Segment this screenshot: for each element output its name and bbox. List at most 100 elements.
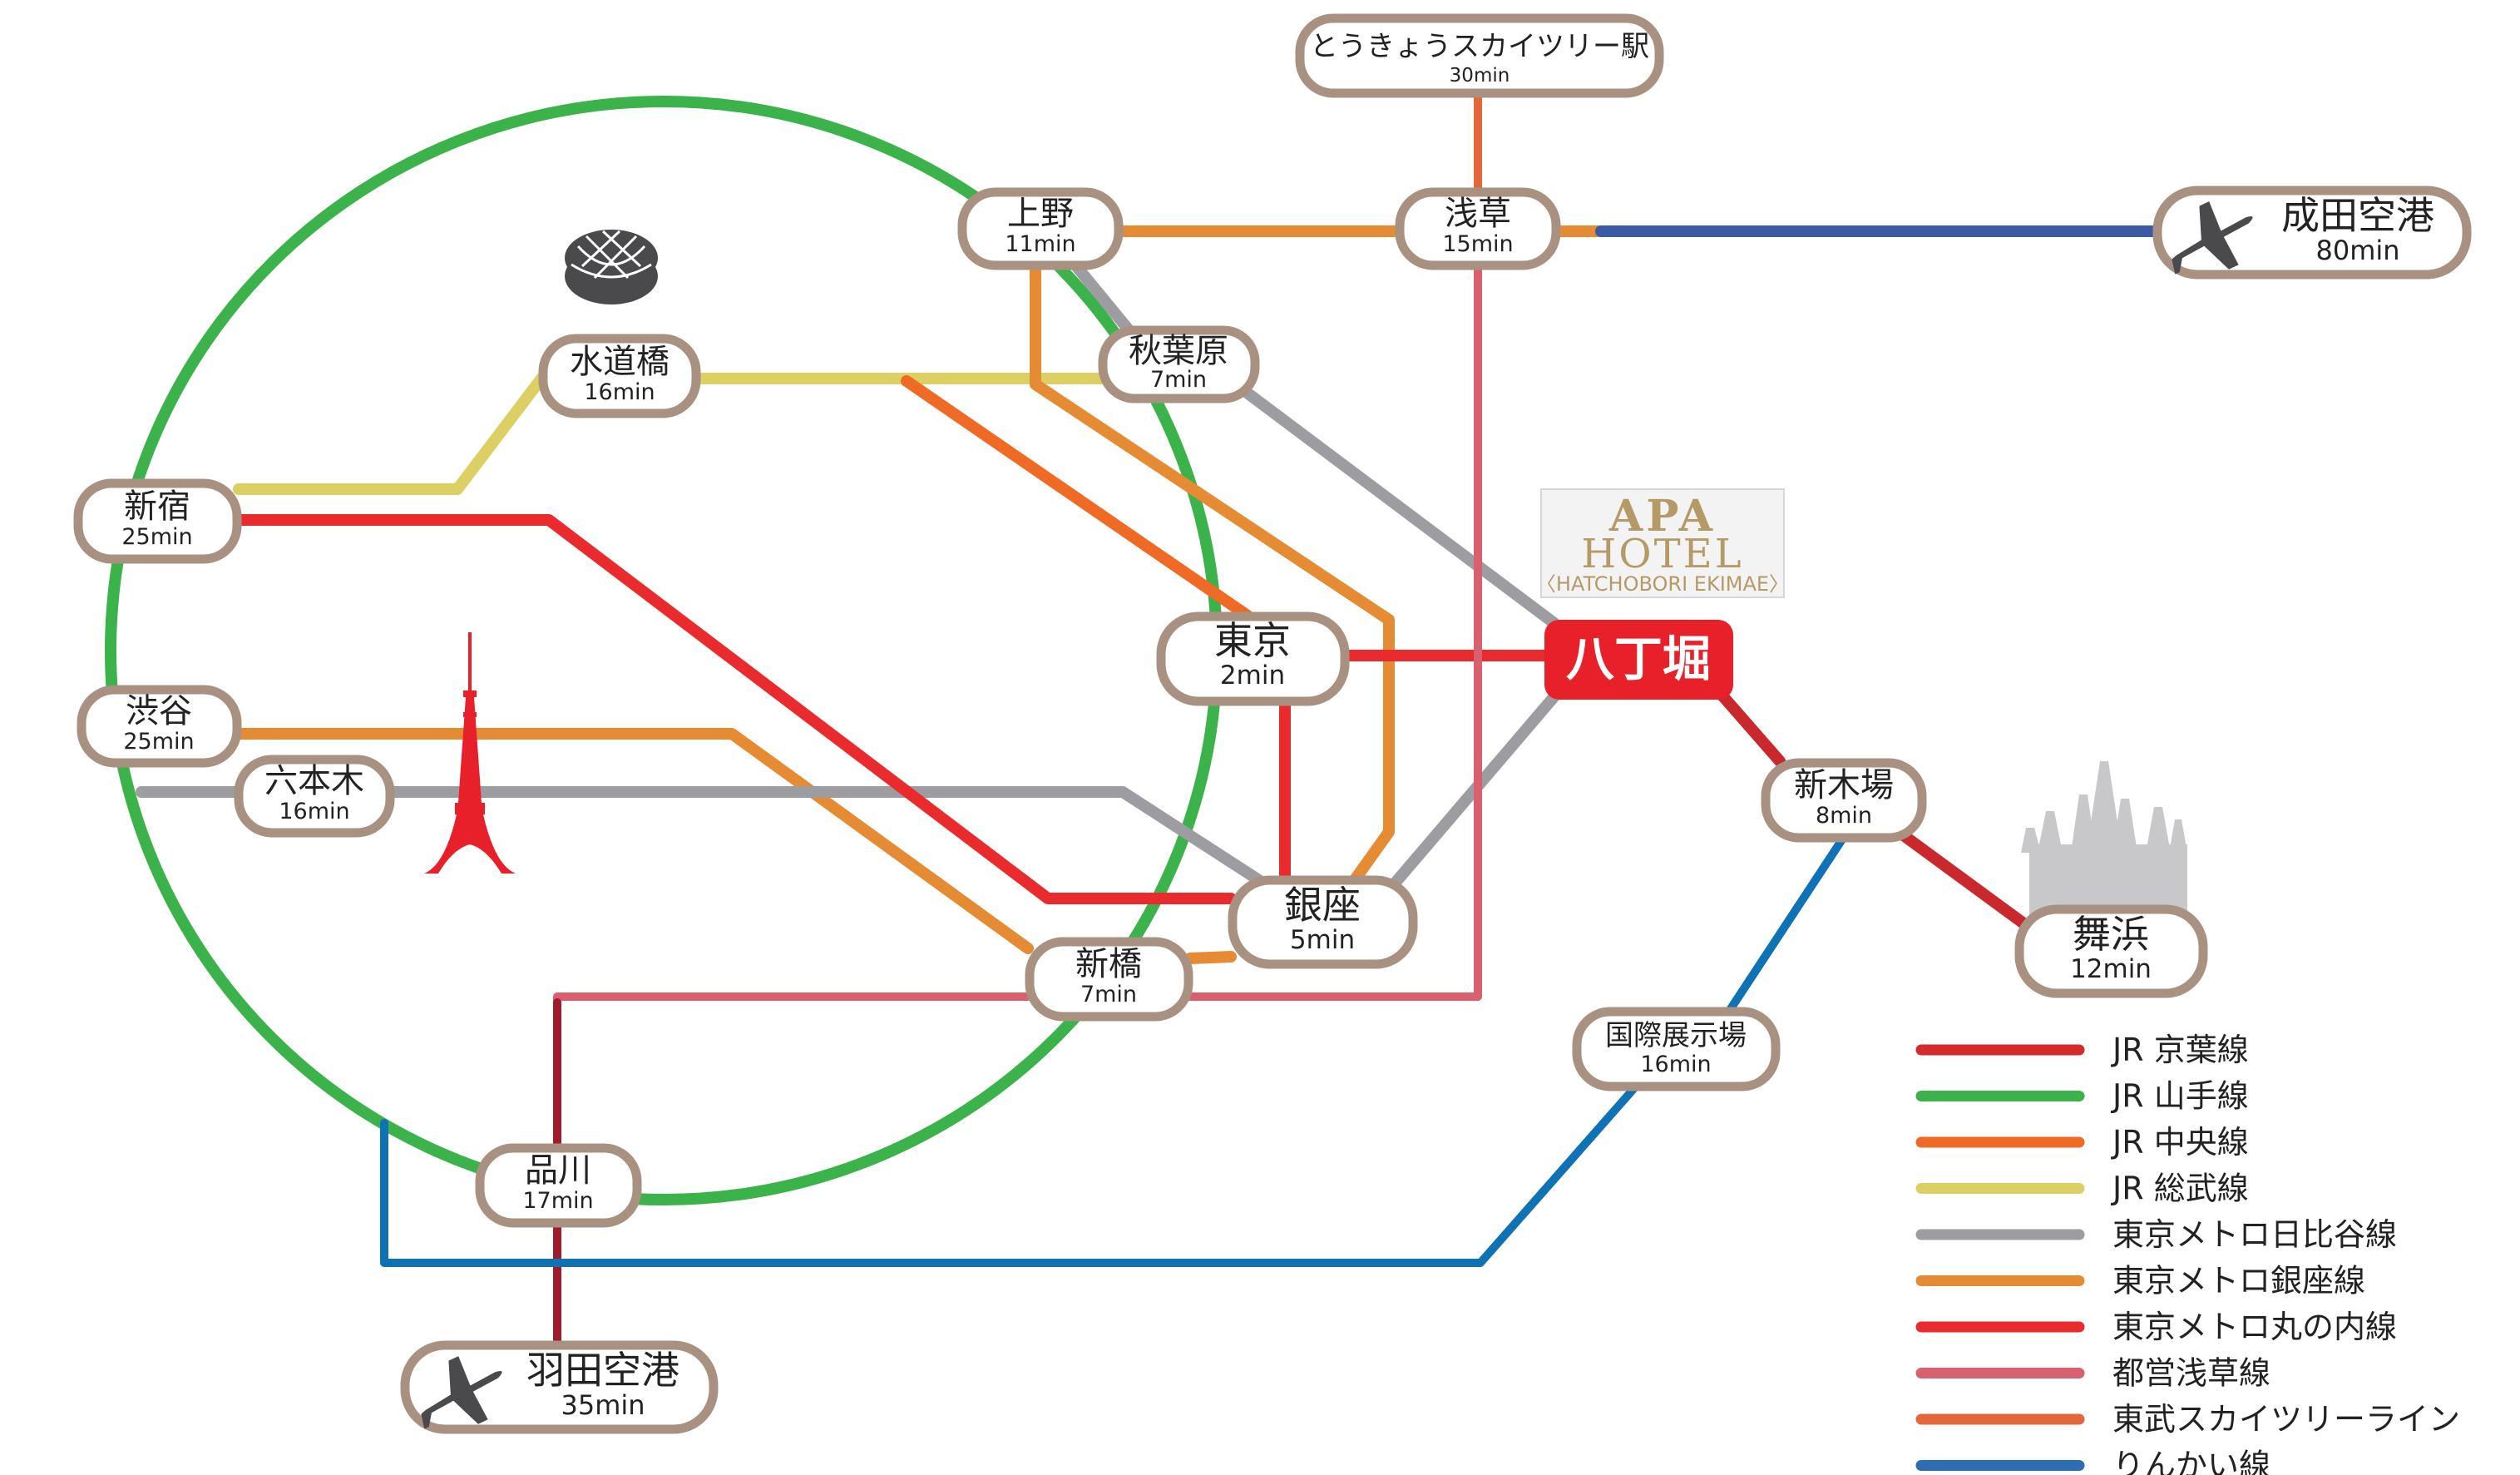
hotel-brand: APA — [1608, 491, 1716, 542]
station-time: 5min — [1290, 925, 1355, 955]
legend-label: りんかい線 — [2112, 1448, 2270, 1475]
station-name: 上野 — [1007, 195, 1074, 233]
legend-item: 東京メトロ日比谷線 — [1915, 1216, 2397, 1253]
station-ueno[interactable]: 上野 11min — [957, 187, 1124, 270]
line-toei-asakusa — [1186, 263, 1482, 1001]
station-shinjuku[interactable]: 新宿 25min — [73, 478, 242, 564]
station-time: 16min — [1640, 1052, 1711, 1077]
station-time: 15min — [1442, 231, 1513, 257]
line-rinkai-south — [380, 1084, 1638, 1267]
station-time: 2min — [1220, 661, 1285, 690]
station-name: 国際展示場 — [1605, 1019, 1747, 1052]
airport-name: 羽田空港 — [526, 1348, 679, 1393]
legend-item: JR 中央線 — [1915, 1124, 2249, 1161]
stadium-dome-icon — [565, 230, 658, 304]
line-metro-marunouchi — [233, 514, 1237, 904]
legend-label: JR 中央線 — [2111, 1124, 2249, 1161]
station-shibuya[interactable]: 渋谷 25min — [77, 685, 242, 768]
station-time: 25min — [121, 524, 192, 550]
station-time: 25min — [123, 729, 194, 755]
legend-label: 東京メトロ日比谷線 — [2112, 1216, 2397, 1253]
station-time: 7min — [1080, 982, 1137, 1007]
station-name: 渋谷 — [126, 692, 192, 730]
station-name: 水道橋 — [570, 343, 670, 381]
station-name: 舞浜 — [2073, 912, 2149, 957]
airplane-icon — [2172, 201, 2253, 275]
station-name: 品川 — [525, 1151, 591, 1190]
station-kokusai-tenjijo[interactable]: 国際展示場 16min — [1572, 1007, 1781, 1091]
line-jr-chuo — [901, 375, 1253, 621]
airport-haneda[interactable]: 羽田空港 35min — [400, 1340, 719, 1445]
station-time: 11min — [1005, 231, 1075, 257]
legend-label: JR 山手線 — [2111, 1078, 2249, 1115]
station-skytree[interactable]: とうきょうスカイツリー駅 30min — [1295, 13, 1664, 98]
legend-label: JR 総武線 — [2111, 1171, 2249, 1207]
rail-lines — [105, 90, 2162, 1348]
airport-time: 80min — [2315, 235, 2399, 266]
airplane-icon — [421, 1356, 502, 1429]
line-rinkai — [1726, 835, 1846, 1014]
station-name: とうきょうスカイツリー駅 — [1310, 30, 1649, 63]
station-shinagawa[interactable]: 品川 17min — [475, 1143, 642, 1228]
legend-label: 東武スカイツリーライン — [2112, 1401, 2460, 1438]
station-name: 新橋 — [1075, 945, 1142, 983]
station-shinkiba[interactable]: 新木場 8min — [1761, 758, 1927, 843]
station-time: 16min — [584, 379, 655, 405]
airport-narita[interactable]: 成田空港 80min — [2152, 186, 2472, 290]
hotel-branch: 〈HATCHOBORI EKIMAE〉 — [1536, 572, 1789, 596]
legend-item: りんかい線 — [1915, 1448, 2270, 1475]
station-name: 秋葉原 — [1129, 332, 1228, 370]
station-shimbashi[interactable]: 新橋 7min — [1025, 937, 1193, 1022]
legend-item: 東武スカイツリーライン — [1915, 1401, 2460, 1438]
airport-name: 成田空港 — [2281, 193, 2434, 238]
line-metro-hibiya — [1233, 381, 1561, 630]
legend-item: 東京メトロ丸の内線 — [1915, 1309, 2397, 1345]
line-metro-ginza-west — [233, 728, 1034, 954]
station-tokyo[interactable]: 東京 2min — [1156, 611, 1350, 706]
legend-item: 東京メトロ銀座線 — [1915, 1263, 2365, 1299]
station-name: 銀座 — [1284, 883, 1361, 928]
tokyo-tower-icon — [424, 632, 516, 874]
station-name: 六本木 — [264, 762, 364, 800]
legend: JR 京葉線 JR 山手線 JR 中央線 JR 総武線東京メトロ日比谷線東京メトロ銀座… — [1915, 1032, 2460, 1475]
line-jr-keiyo-maihama — [1899, 830, 2035, 933]
legend-item: JR 総武線 — [1915, 1171, 2249, 1207]
hub-station-name: 八丁堀 — [1566, 631, 1711, 687]
legend-label: 東京メトロ銀座線 — [2112, 1263, 2365, 1299]
station-time: 7min — [1150, 367, 1207, 393]
hotel-logo: APA HOTEL 〈HATCHOBORI EKIMAE〉 — [1536, 488, 1789, 598]
station-time: 17min — [522, 1188, 593, 1214]
station-time: 12min — [2070, 954, 2152, 984]
station-suidobashi[interactable]: 水道橋 16min — [538, 334, 701, 418]
line-metro-ginza-south — [1184, 951, 1237, 964]
line-jr-sobu — [233, 373, 1112, 495]
line-metro-ginza — [1030, 261, 1395, 896]
station-asakusa[interactable]: 浅草 15min — [1395, 187, 1561, 270]
station-time: 16min — [279, 799, 349, 824]
legend-label: JR 京葉線 — [2111, 1032, 2249, 1068]
line-jr-keiyo — [1716, 689, 1786, 767]
station-name: 東京 — [1214, 618, 1291, 663]
hotel-name: HOTEL — [1581, 531, 1743, 577]
legend-item: JR 山手線 — [1915, 1078, 2249, 1115]
line-metro-hibiya-roppongi — [386, 786, 1287, 900]
station-time: 8min — [1816, 803, 1872, 829]
station-akihabara[interactable]: 秋葉原 7min — [1098, 325, 1260, 403]
castle-icon — [2021, 761, 2187, 919]
legend-item: 都営浅草線 — [1915, 1355, 2270, 1392]
line-metro-hibiya-north — [1071, 261, 1137, 339]
station-maihama[interactable]: 舞浜 12min — [2014, 904, 2208, 998]
station-name: 浅草 — [1445, 195, 1511, 233]
station-time: 30min — [1450, 65, 1510, 87]
station-name: 新木場 — [1794, 766, 1894, 804]
legend-label: 都営浅草線 — [2112, 1355, 2270, 1392]
legend-item: JR 京葉線 — [1915, 1032, 2249, 1068]
airport-time: 35min — [561, 1389, 645, 1421]
line-toei-asakusa-west — [553, 992, 1032, 1151]
station-roppongi[interactable]: 六本木 16min — [234, 755, 395, 838]
station-ginza[interactable]: 銀座 5min — [1228, 875, 1418, 969]
legend-label: 東京メトロ丸の内線 — [2112, 1309, 2397, 1345]
station-hatchobori[interactable]: 八丁堀 — [1544, 620, 1733, 700]
station-name: 新宿 — [124, 488, 190, 526]
